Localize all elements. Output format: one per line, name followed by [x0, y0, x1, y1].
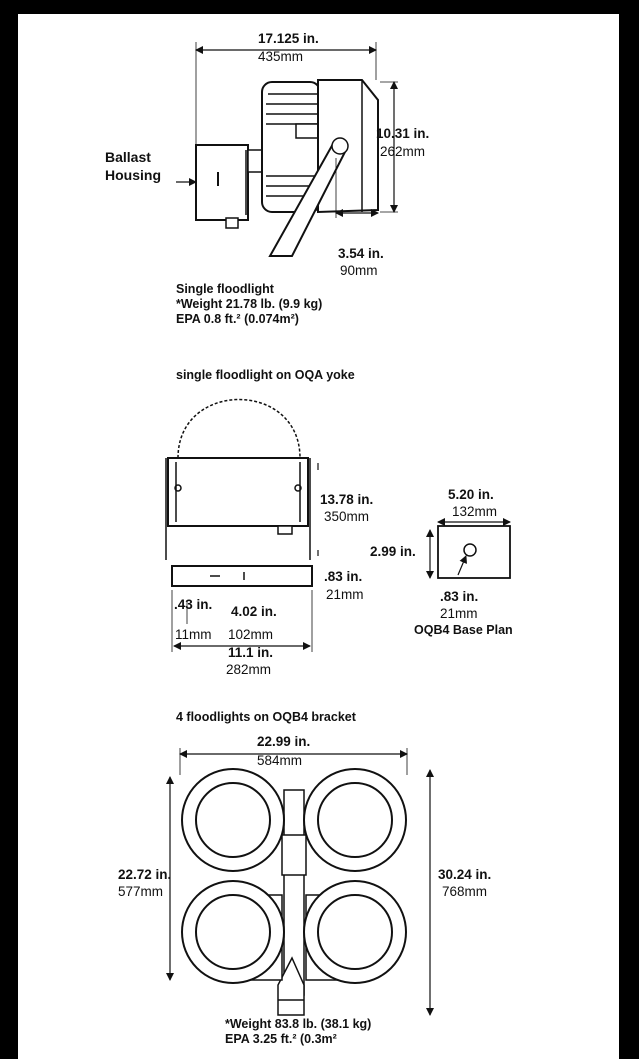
bracket-left-height-mm: 577mm [118, 884, 164, 899]
side-width-mm: 435mm [258, 49, 304, 64]
side-height-inches: 10.31 in. [376, 126, 430, 141]
single-caption-weight: *Weight 21.78 lb. (9.9 kg) [176, 297, 323, 311]
edge-offset-mm: 11mm [175, 627, 212, 642]
plan-hole-mm: 21mm [440, 606, 478, 621]
bracket-left-height-inches: 22.72 in. [118, 867, 172, 882]
side-depth-inches: 3.54 in. [338, 246, 384, 261]
plan-hole-inches: .83 in. [440, 589, 479, 604]
yoke-title: single floodlight on OQA yoke [176, 368, 355, 382]
bracket-view-floodlights [166, 748, 434, 1016]
bracket-title: 4 floodlights on OQB4 bracket [176, 710, 356, 724]
ballast-label-line2: Housing [105, 167, 161, 183]
single-caption-title: Single floodlight [176, 282, 274, 296]
bracket-caption-epa: EPA 3.25 ft.² (0.3m² [225, 1032, 337, 1046]
bracket-right-height-inches: 30.24 in. [438, 867, 492, 882]
overall-width-mm: 282mm [226, 662, 272, 677]
base-height-inches: .83 in. [324, 569, 363, 584]
base-plan-diagram [426, 518, 511, 579]
overall-width-inches: 11.1 in. [228, 645, 274, 660]
yoke-height-inches: 13.78 in. [320, 492, 374, 507]
side-depth-mm: 90mm [340, 263, 378, 278]
plan-width-mm: 132mm [452, 504, 498, 519]
center-offset-inches: 4.02 in. [231, 604, 277, 619]
bracket-caption-weight: *Weight 83.8 lb. (38.1 kg) [225, 1017, 372, 1031]
plan-depth-inches: 2.99 in. [370, 544, 416, 559]
base-height-mm: 21mm [326, 587, 364, 602]
single-caption-epa: EPA 0.8 ft.² (0.074m²) [176, 312, 299, 326]
yoke-height-mm: 350mm [324, 509, 370, 524]
center-offset-mm: 102mm [228, 627, 274, 642]
side-width-inches: 17.125 in. [258, 31, 319, 46]
yoke-view-floodlight [165, 398, 319, 652]
bracket-width-inches: 22.99 in. [257, 734, 311, 749]
edge-offset-inches: .43 in. [174, 597, 213, 612]
plan-width-inches: 5.20 in. [448, 487, 494, 502]
bracket-width-mm: 584mm [257, 753, 303, 768]
ballast-label-line1: Ballast [105, 149, 151, 165]
side-height-mm: 262mm [380, 144, 426, 159]
base-plan-caption: OQB4 Base Plan [414, 623, 513, 637]
side-view-floodlight [176, 42, 398, 257]
bracket-right-height-mm: 768mm [442, 884, 488, 899]
